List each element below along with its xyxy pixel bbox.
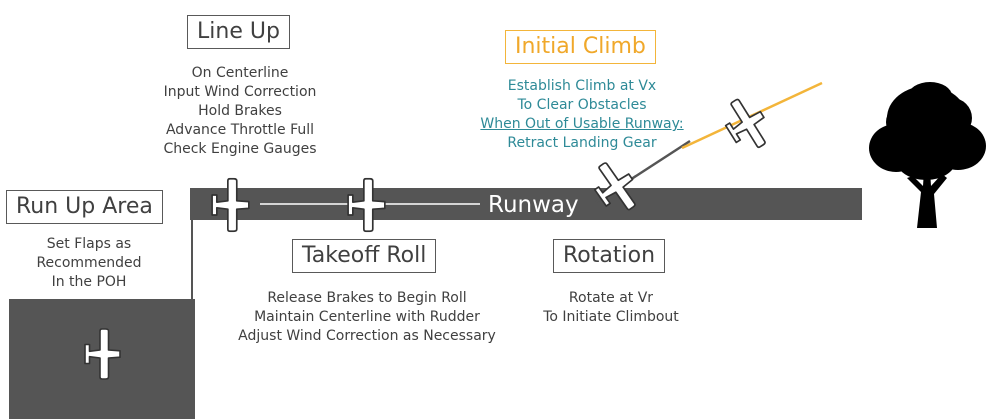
run-up-area-title: Run Up Area	[6, 190, 163, 224]
takeoff-roll-step: Maintain Centerline with Rudder	[254, 309, 480, 325]
initial-climb-title: Initial Climb	[505, 30, 656, 64]
rotation-title: Rotation	[553, 239, 666, 273]
takeoff-roll-step: Adjust Wind Correction as Necessary	[238, 328, 496, 344]
line-up-step: Check Engine Gauges	[163, 141, 317, 157]
rotation-step: To Initiate Climbout	[543, 309, 679, 325]
runway-label: Runway	[482, 191, 585, 219]
line-up-step: Input Wind Correction	[163, 84, 317, 100]
initial-climb-step: Retract Landing Gear	[507, 135, 657, 151]
rotation-step: Rotate at Vr	[568, 290, 654, 306]
run-up-area-description: Set Flaps as Recommended In the POH	[36, 235, 141, 292]
initial-climb-description: Establish Climb at Vx To Clear Obstacles…	[480, 77, 683, 153]
run-up-step: Recommended	[36, 255, 142, 271]
tree-icon	[869, 82, 986, 228]
line-up-step: On Centerline	[191, 65, 289, 81]
takeoff-roll-description: Release Brakes to Begin Roll Maintain Ce…	[238, 289, 496, 346]
takeoff-roll-step: Release Brakes to Begin Roll	[267, 290, 467, 306]
run-up-step: Set Flaps as	[46, 236, 132, 252]
airplane-icon	[211, 177, 250, 233]
run-up-step: In the POH	[51, 274, 127, 290]
line-up-description: On Centerline Input Wind Correction Hold…	[163, 64, 316, 159]
initial-climb-step: Establish Climb at Vx	[507, 78, 657, 94]
line-up-title: Line Up	[187, 15, 290, 49]
rotation-description: Rotate at Vr To Initiate Climbout	[543, 289, 679, 327]
airplane-icon	[347, 177, 386, 233]
initial-climb-step: To Clear Obstacles	[517, 97, 647, 113]
line-up-step: Hold Brakes	[198, 103, 282, 119]
airplane-icon	[716, 91, 777, 158]
line-up-step: Advance Throttle Full	[165, 122, 315, 138]
takeoff-roll-title: Takeoff Roll	[292, 239, 437, 273]
initial-climb-condition: When Out of Usable Runway:	[480, 116, 684, 132]
